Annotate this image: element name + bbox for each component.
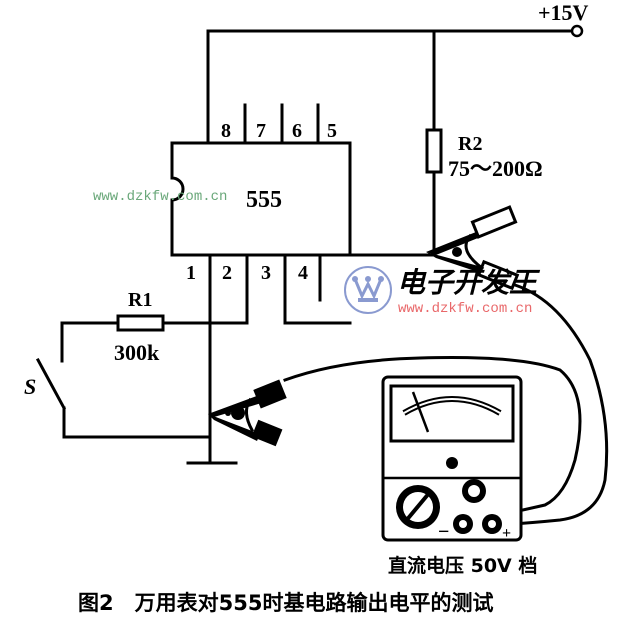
probe-wire-red [490, 283, 609, 527]
pin-8-label: 8 [221, 120, 231, 142]
pin-1-label: 1 [186, 262, 196, 284]
probe-clip-lower [208, 379, 287, 447]
supply-rail: +15V [206, 0, 589, 145]
pin-7-label: 7 [256, 120, 266, 142]
meter-needle [411, 391, 430, 433]
r1-resistor: R1 300k [60, 289, 212, 365]
multimeter: − + [381, 375, 523, 543]
watermark: www.dzkfw.com.cn 电子开发王 www.dzkfw.com.cn [93, 189, 541, 317]
r1-value: 300k [114, 340, 160, 365]
plus-sign: + [502, 525, 511, 542]
meter-range-label: 直流电压 50V 档 [388, 554, 537, 577]
ic-555: 555 8 7 6 5 1 2 3 4 [170, 103, 352, 465]
watermark-url-right: www.dzkfw.com.cn [398, 301, 532, 317]
watermark-url-left: www.dzkfw.com.cn [93, 189, 227, 205]
probe-wire-black [283, 356, 582, 524]
supply-terminal [570, 24, 584, 38]
ic-name: 555 [246, 187, 282, 213]
figure-caption: 图2 万用表对555时基电路输出电平的测试 [78, 591, 493, 615]
pin-5-label: 5 [327, 120, 337, 142]
watermark-brand: 电子开发王 [397, 266, 541, 299]
r2-value: 75～200Ω [448, 156, 543, 181]
pin-3-label: 3 [261, 262, 271, 284]
switch-label: S [24, 374, 36, 399]
pin-4-label: 4 [298, 262, 308, 284]
watermark-logo-icon [344, 266, 392, 314]
r2-name: R2 [458, 133, 482, 155]
switch-s: S [24, 321, 212, 439]
pin-2-label: 2 [222, 262, 232, 284]
r2-resistor: R2 75～200Ω [348, 29, 543, 257]
r1-name: R1 [128, 289, 152, 311]
supply-label: +15V [538, 0, 589, 25]
meter-display [389, 384, 515, 443]
probe-clip-upper [426, 205, 520, 291]
zero-adjust-screw [446, 457, 458, 469]
minus-sign: − [438, 521, 449, 543]
pin-6-label: 6 [292, 120, 302, 142]
